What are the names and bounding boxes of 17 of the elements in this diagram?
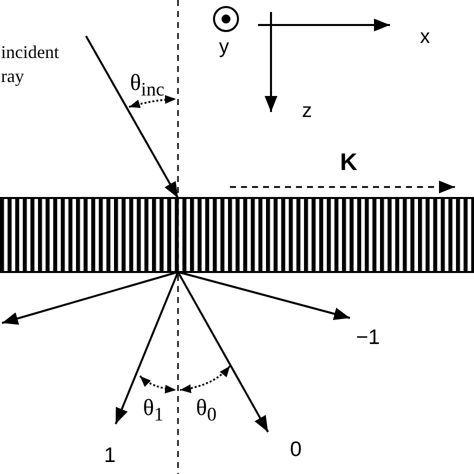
diffraction-order-label: 0: [268, 432, 302, 462]
angle-label: θ$_{0}$: [196, 395, 217, 426]
angle-label: θ$_{1}$: [143, 395, 164, 426]
grating-bar: [0, 197, 474, 273]
axis-label: x: [420, 26, 430, 48]
diffraction-order-label: 1: [100, 424, 116, 468]
diffracted-ray-arrow: [114, 272, 179, 424]
incident-ray-arrow: [85, 36, 179, 198]
vector-label: K: [340, 150, 358, 176]
diffracted-ray-arrow: [177, 272, 269, 432]
axis-label: y: [219, 36, 229, 58]
callout-text: incident ray: [1, 41, 60, 88]
diffracted-ray-arrow: [2, 271, 178, 325]
angle-label: θ$_{inc}$: [130, 70, 164, 101]
diffraction-order-label: −1: [350, 318, 380, 350]
axis-label: z: [302, 100, 312, 122]
diffracted-ray-arrow: [178, 271, 350, 320]
